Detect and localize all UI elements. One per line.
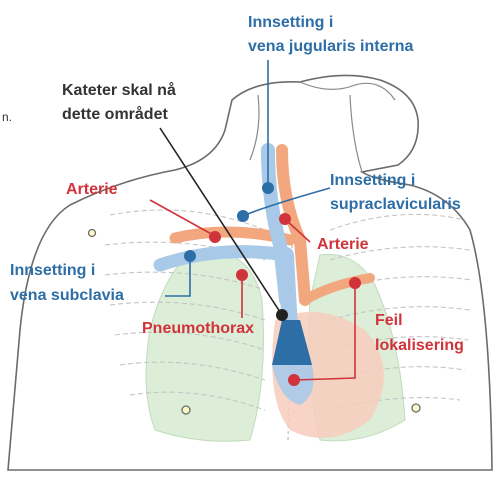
malposition-top-dot [349, 277, 361, 289]
supraclavicular-label-line1: Innsetting i [330, 172, 415, 189]
pneumothorax-dot [236, 269, 248, 281]
catheter-target-dot [276, 309, 288, 321]
artery-right-label: Arterie [317, 236, 369, 253]
supraclavicular-label-line2: supraclavicularis [330, 196, 461, 213]
jugular-label-line2: vena jugularis interna [248, 38, 413, 55]
subclavia-dot [184, 250, 196, 262]
artery-right-dot [279, 213, 291, 225]
catheter-target-label-line1: Kateter skal nå [62, 81, 176, 99]
subclavia-label-line2: vena subclavia [10, 287, 124, 304]
artery-left-dot [209, 231, 221, 243]
electrode-top-left [89, 230, 96, 237]
pneumothorax-label: Pneumothorax [142, 320, 254, 337]
artery-left-label: Arterie [66, 181, 118, 198]
malposition-bottom-dot [288, 374, 300, 386]
malposition-label-line1: Feil [375, 312, 403, 329]
supraclavicular-dot [237, 210, 249, 222]
stray-text: n. [2, 110, 12, 124]
catheter-target-label-line2: dette området [62, 105, 168, 123]
jugular-label-line1: Innsetting i [248, 14, 333, 31]
malposition-label-line2: lokalisering [375, 337, 464, 354]
subclavia-label-line1: Innsetting i [10, 262, 95, 279]
electrode-bottom-right [412, 404, 420, 412]
jugular-dot [262, 182, 274, 194]
electrode-bottom-left [182, 406, 190, 414]
